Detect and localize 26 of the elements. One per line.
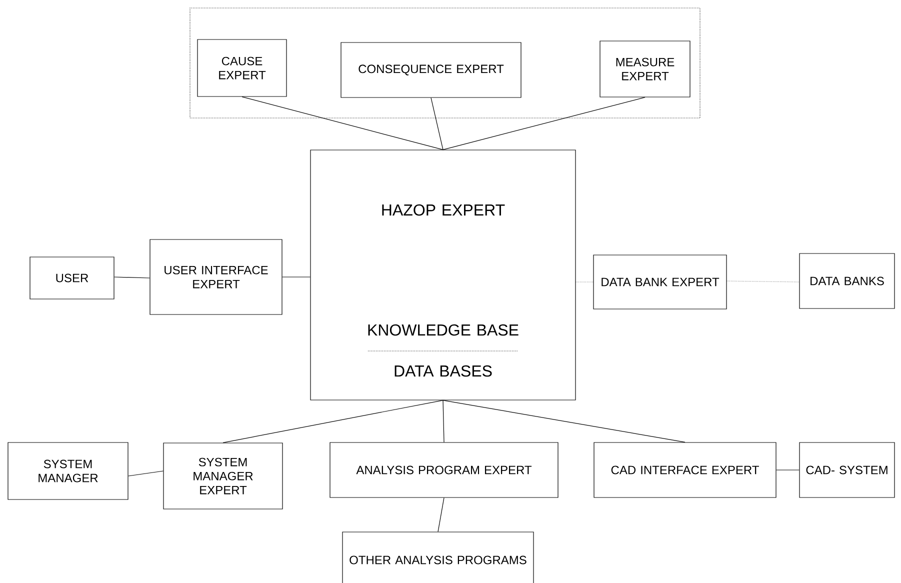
expert-box: USER INTERFACE EXPERT [150,239,282,315]
connector-line [442,400,686,442]
connector-line [438,498,444,532]
connector-line [442,400,444,442]
expert-box: ANALYSIS PROGRAM EXPERT [330,442,558,498]
connector-line [442,97,646,150]
expert-system-box: HAZOP EXPERT KNOWLEDGE BASE DATA BASES [310,150,576,400]
connector-line [222,400,444,443]
expert-box: CAD- SYSTEM [799,442,895,498]
expert-box: USER [30,256,114,300]
expert-box: CAD INTERFACE EXPERT [594,442,776,498]
expert-box: DATA BANKS [799,253,895,309]
connector-line [242,96,444,150]
expert-box: SYSTEM MANAGER [8,442,128,500]
expert-box: OTHER ANALYSIS PROGRAMS [342,532,534,583]
connector-line [726,280,800,282]
expert-box: CONSEQUENCE EXPERT [340,42,522,98]
expert-box: DATA BANK EXPERT [593,254,727,310]
connector-line [430,98,444,150]
group-box [190,8,700,118]
connector-line [114,276,150,278]
connector-line [282,276,310,278]
expert-box: CAUSE EXPERT [197,39,287,97]
expert-box: MEASURE EXPERT [600,40,690,98]
expert-box: SYSTEM MANAGER EXPERT [163,442,283,510]
connector-line [128,470,164,476]
